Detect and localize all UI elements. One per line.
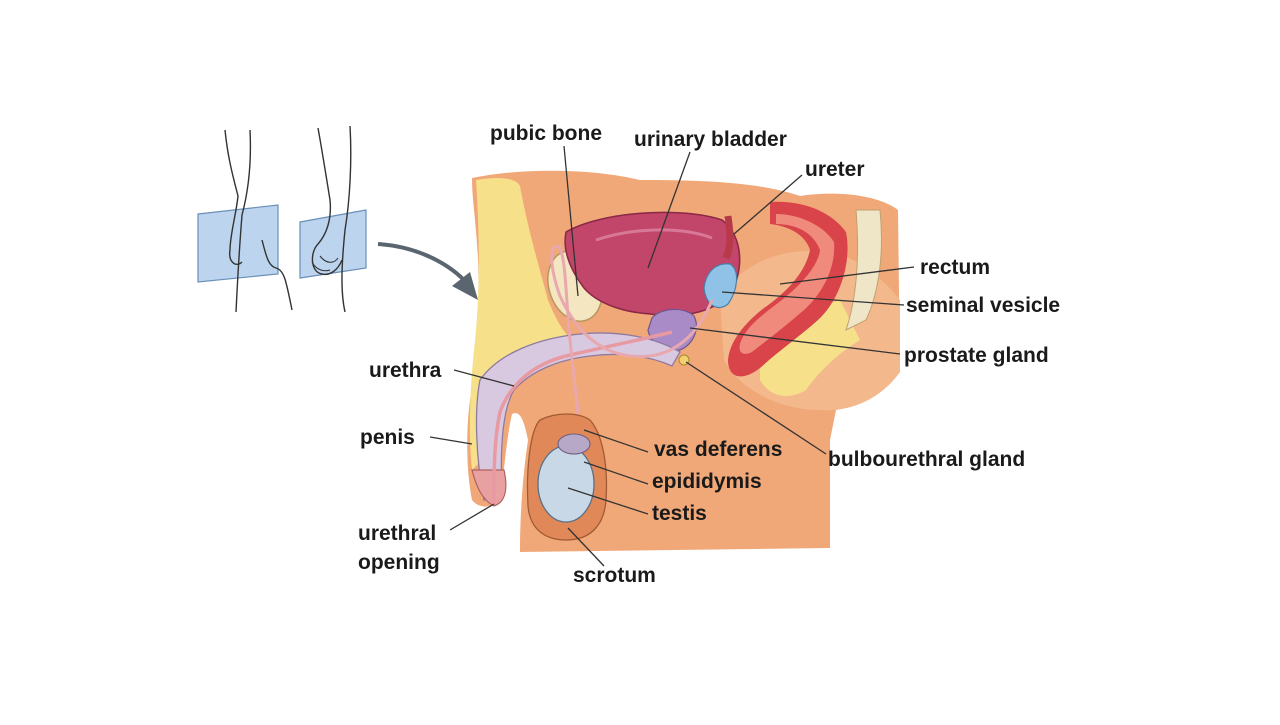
leader-lines	[429, 145, 915, 567]
urethra-tube	[492, 330, 673, 505]
leader-pubic-bone	[563, 145, 579, 297]
label-vas-deferens: vas deferens	[654, 438, 783, 461]
label-urethral-opening-line1: urethral	[358, 522, 437, 545]
label-pubic-bone: pubic bone	[490, 122, 602, 145]
leader-penis	[429, 436, 473, 445]
label-urethral-opening-line2: opening	[358, 551, 440, 574]
ureter-tube	[722, 215, 734, 260]
label-rectum: rectum	[920, 256, 991, 279]
glans	[471, 469, 507, 507]
label-scrotum: scrotum	[573, 564, 656, 587]
leader-urethra	[453, 369, 515, 387]
leg-right-toes	[311, 255, 339, 272]
leader-ureter	[733, 174, 803, 235]
sagittal-section	[467, 170, 900, 553]
label-ureter: ureter	[805, 158, 865, 181]
arrow-shaft	[377, 242, 466, 282]
section-plane-front	[299, 209, 367, 279]
sacrum	[845, 209, 882, 331]
arrow-head	[452, 272, 478, 300]
label-testis: testis	[652, 502, 707, 525]
leader-prostate-gland	[689, 327, 901, 355]
leader-urinary-bladder	[647, 151, 691, 269]
label-seminal-vesicle: seminal vesicle	[906, 294, 1061, 317]
leader-epididymis	[583, 461, 649, 485]
fat-layer-anterior	[469, 178, 580, 470]
label-bulbourethral-gland: bulbourethral gland	[828, 448, 1026, 471]
label-penis: penis	[360, 426, 415, 449]
leg-left-inner	[261, 239, 293, 311]
section-plane-back	[197, 204, 279, 283]
leader-vas-deferens	[583, 429, 649, 453]
seminal-vesicle-shape	[703, 263, 738, 309]
leader-rectum	[779, 266, 915, 285]
leg-right-outline	[311, 125, 352, 313]
label-prostate-gland: prostate gland	[904, 344, 1049, 367]
pointer-arrow	[377, 242, 478, 300]
bladder-highlight	[595, 228, 713, 242]
fat-layer-posterior	[760, 300, 860, 396]
orientation-inset	[197, 125, 367, 313]
vas-deferens-tube	[550, 244, 714, 433]
leg-left-outline	[224, 129, 252, 313]
epididymis-shape	[557, 433, 591, 455]
leader-testis	[567, 487, 649, 515]
rectum-lumen	[739, 214, 835, 354]
testis-shape	[537, 445, 595, 523]
leader-seminal-vesicle	[721, 291, 905, 306]
leader-bulbourethral-gland	[685, 361, 827, 455]
leader-urethral-opening	[449, 503, 495, 531]
label-urethra: urethra	[369, 359, 442, 382]
leader-scrotum	[567, 527, 605, 567]
label-urinary-bladder: urinary bladder	[634, 128, 787, 151]
label-epididymis: epididymis	[652, 470, 762, 493]
